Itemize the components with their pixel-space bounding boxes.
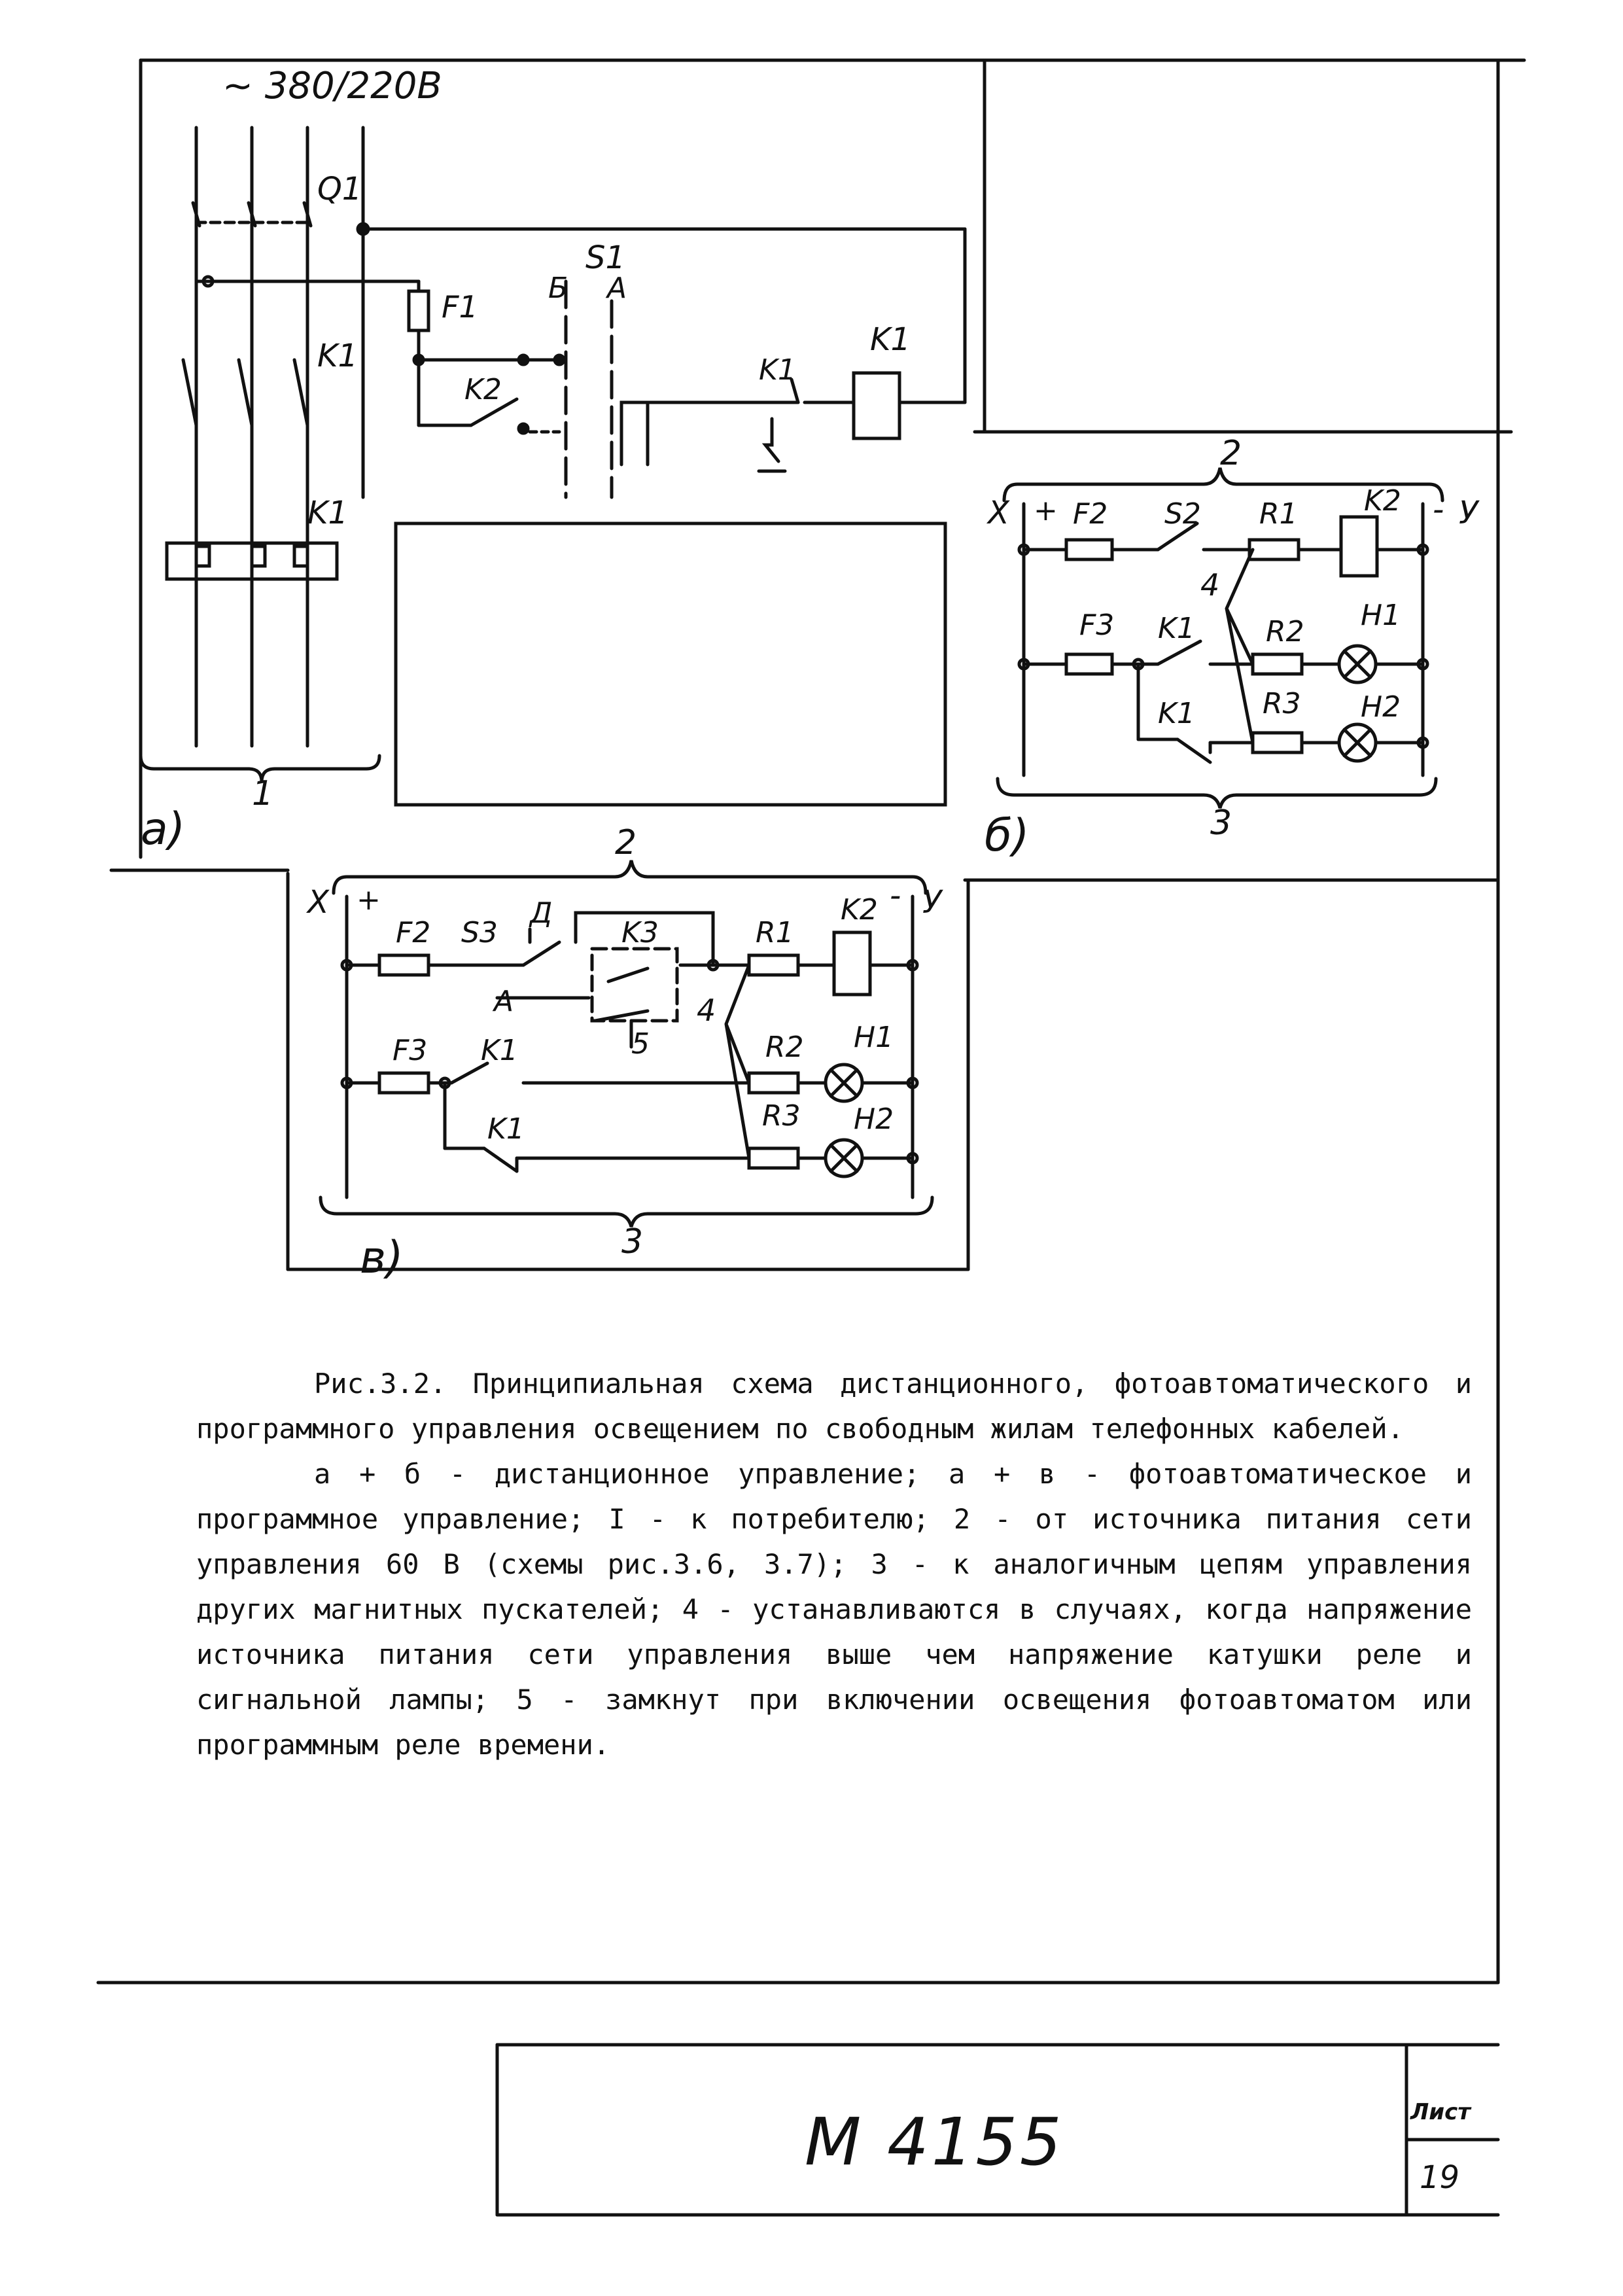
circuit-b-part-4-label: 4: [1200, 567, 1219, 603]
sheet-label: Лист: [1410, 2099, 1471, 2125]
circuit-b-h2-label: H2: [1361, 690, 1401, 724]
part-1-label: 1: [252, 774, 273, 813]
contact-k2-label: K2: [464, 373, 502, 406]
position-a-label: А: [605, 272, 627, 305]
circuit-c-k3-label: K3: [621, 916, 659, 949]
circuit-c-h2-label: H2: [854, 1103, 894, 1136]
circuit-c-position-d-label: Д: [529, 896, 552, 930]
panel-c-label: в): [360, 1232, 404, 1284]
circuit-b-part-2-label: 2: [1220, 434, 1242, 473]
circuit-c-r3-label: R3: [762, 1099, 801, 1133]
circuit-b-f2-label: F2: [1073, 497, 1108, 531]
circuit-c-part-2-label: 2: [615, 823, 637, 862]
caption-notes: а + б - дистанционное управление; а + в …: [196, 1458, 1472, 1761]
circuit-c-plus-label: +: [357, 883, 381, 917]
coil-k1-label: K1: [870, 321, 911, 358]
panel-a-label: а): [141, 804, 185, 855]
supply-voltage-label: ~ 380/220В: [222, 65, 442, 107]
circuit-c-h1-label: H1: [854, 1021, 894, 1054]
position-b-label: Б: [548, 272, 568, 305]
circuit-c-part-3-label: 3: [621, 1222, 643, 1262]
circuit-c-f3-label: F3: [393, 1034, 427, 1067]
circuit-b-plus-label: +: [1034, 494, 1058, 527]
document-code: М 4155: [805, 2104, 1064, 2180]
circuit-b-f3-label: F3: [1079, 609, 1114, 642]
circuit-b-r1-label: R1: [1259, 497, 1298, 531]
circuit-c-minus-label: -: [890, 877, 901, 914]
circuit-c-x-label: X: [305, 884, 330, 921]
panel-b-label: б): [985, 810, 1029, 862]
circuit-b-minus-label: -: [1433, 491, 1444, 528]
circuit-c-f2-label: F2: [396, 916, 430, 949]
contactor-k1-label: K1: [317, 338, 358, 374]
circuit-b-k1a-label: K1: [1158, 612, 1195, 645]
circuit-b-k2-label: K2: [1364, 484, 1401, 518]
circuit-b-s2-label: S2: [1164, 497, 1201, 531]
circuit-c-k1a-label: K1: [481, 1034, 518, 1067]
switch-q1-label: Q1: [317, 171, 362, 207]
circuit-b-part-3-label: 3: [1210, 804, 1232, 843]
fuse-f1-label: F1: [442, 289, 478, 325]
circuit-c-r2-label: R2: [765, 1031, 804, 1064]
circuit-b-r2-label: R2: [1266, 615, 1304, 648]
sheet-number: 19: [1420, 2159, 1460, 2196]
circuit-c-s3-label: S3: [461, 916, 498, 949]
circuit-b-y-label: У: [1459, 495, 1480, 531]
circuit-b-x-label: X: [986, 495, 1010, 531]
figure-caption: Рис.3.2. Принципиальная схема дистанцион…: [196, 1361, 1472, 1767]
circuit-c-k1b-label: K1: [487, 1112, 525, 1146]
circuit-c-k2-label: K2: [841, 893, 878, 927]
thermal-relay-k1-label: K1: [307, 495, 348, 531]
circuit-c-part-4-label: 4: [697, 993, 716, 1028]
circuit-c-y-label: У: [922, 884, 943, 921]
switch-s1-label: S1: [585, 239, 625, 276]
circuit-c-part-5-label: 5: [631, 1027, 650, 1061]
circuit-b-k1b-label: K1: [1158, 697, 1195, 730]
circuit-c-position-a-label: А: [492, 985, 514, 1018]
caption-title: Рис.3.2. Принципиальная схема дистанцион…: [196, 1368, 1472, 1445]
circuit-c-r1-label: R1: [756, 916, 794, 949]
aux-contact-k1-label: K1: [759, 353, 796, 387]
circuit-b-r3-label: R3: [1263, 687, 1301, 720]
circuit-b-h1-label: H1: [1361, 599, 1401, 632]
